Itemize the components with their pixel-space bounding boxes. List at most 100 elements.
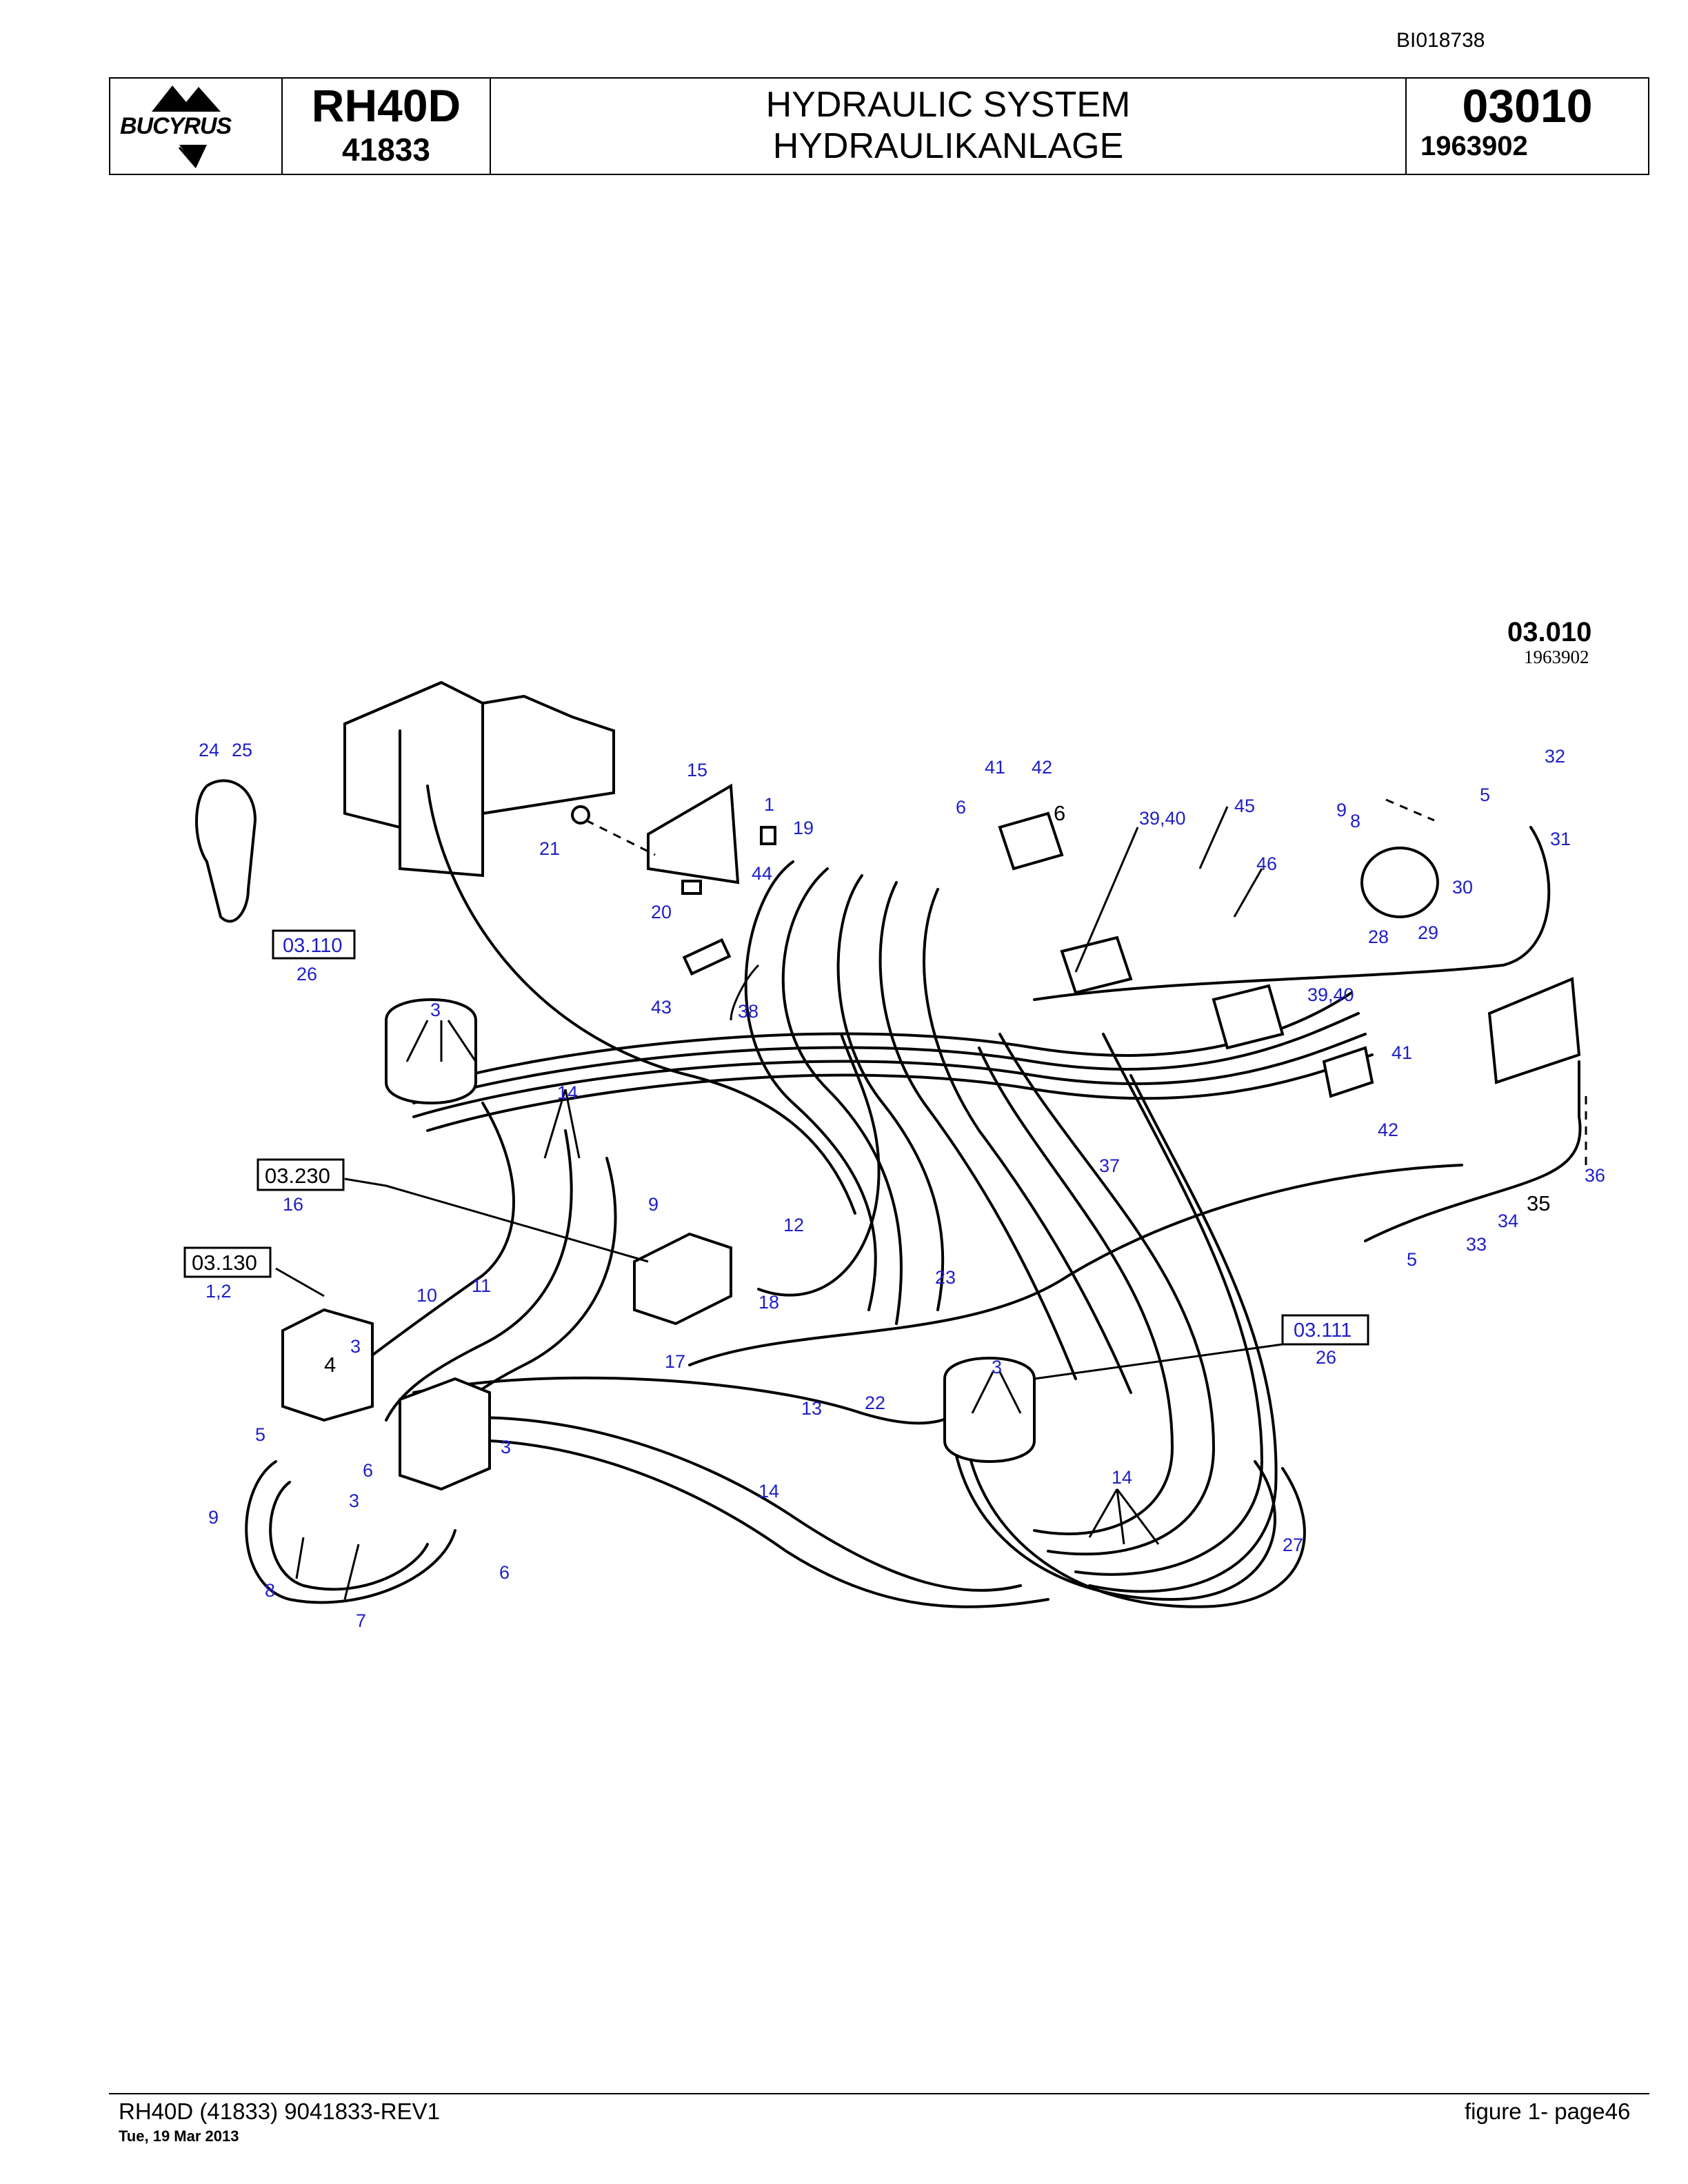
sheet-reference: 03.010 bbox=[1507, 617, 1591, 647]
callout: 14 bbox=[758, 1481, 779, 1502]
manifold-right bbox=[1212, 984, 1285, 1050]
callout: 24 bbox=[199, 740, 219, 760]
callout: 11 bbox=[472, 1275, 491, 1296]
center-valve bbox=[633, 1232, 732, 1326]
callout: 10 bbox=[416, 1285, 437, 1306]
callout: 26 bbox=[1316, 1347, 1336, 1368]
callout: 15 bbox=[687, 760, 707, 780]
callout: 41 bbox=[985, 757, 1005, 778]
right-motor bbox=[943, 1357, 1036, 1463]
callout: 1 bbox=[764, 794, 774, 815]
lower-valve-block bbox=[399, 1377, 491, 1491]
callout: 27 bbox=[1283, 1535, 1303, 1555]
callout: 3 bbox=[350, 1336, 361, 1357]
model-cell: RH40D 41833 bbox=[283, 79, 491, 174]
ref-box-label: 03.230 bbox=[265, 1164, 330, 1188]
ref-box-03130 bbox=[183, 1246, 272, 1278]
callout: 35 bbox=[1527, 1191, 1550, 1215]
title-cell: HYDRAULIC SYSTEM HYDRAULIKANLAGE bbox=[491, 79, 1407, 174]
logo-cell: BUCYRUS bbox=[110, 79, 283, 174]
ref-box-03111 bbox=[1281, 1314, 1369, 1346]
callout: 9 bbox=[208, 1507, 219, 1528]
bolt-19 bbox=[760, 826, 776, 845]
callout: 14 bbox=[1112, 1467, 1132, 1488]
footer-date: Tue, 19 Mar 2013 bbox=[119, 2127, 239, 2145]
callout: 37 bbox=[1099, 1155, 1120, 1176]
callout: 3 bbox=[992, 1357, 1002, 1377]
callout: 45 bbox=[1234, 796, 1255, 816]
leader-lines bbox=[275, 806, 1283, 1600]
callout: 26 bbox=[297, 964, 317, 984]
document-number: 1963902 bbox=[1420, 131, 1528, 161]
callout: 30 bbox=[1452, 877, 1473, 898]
title-english: HYDRAULIC SYSTEM bbox=[765, 85, 1131, 125]
manifold-small bbox=[1322, 1046, 1374, 1098]
callout: 42 bbox=[1378, 1120, 1398, 1140]
callout: 19 bbox=[793, 818, 814, 838]
ref-box-label: 03.111 bbox=[1294, 1320, 1352, 1342]
components bbox=[281, 805, 1581, 1491]
model-name: RH40D bbox=[311, 80, 461, 131]
callout: 12 bbox=[783, 1215, 804, 1235]
bucyrus-logo-icon bbox=[117, 85, 273, 168]
callout: 43 bbox=[651, 997, 672, 1018]
callout: 28 bbox=[1368, 927, 1389, 947]
document-id: BI018738 bbox=[1396, 29, 1485, 52]
reference-boxes bbox=[183, 929, 1369, 1346]
manifold-middle bbox=[1060, 936, 1133, 995]
callout: 6 bbox=[499, 1562, 510, 1583]
callout: 42 bbox=[1032, 757, 1052, 778]
callout: 6 bbox=[956, 797, 966, 818]
dashed-leaders bbox=[585, 798, 1587, 1172]
callout: 3 bbox=[349, 1490, 359, 1511]
footer-rule bbox=[109, 2093, 1649, 2094]
callout: 5 bbox=[255, 1424, 265, 1445]
callout: 41 bbox=[1391, 1042, 1412, 1063]
callout: 31 bbox=[1550, 829, 1571, 849]
callout: 32 bbox=[1545, 746, 1565, 767]
callout: 20 bbox=[651, 902, 672, 922]
callout: 17 bbox=[665, 1351, 685, 1372]
fitting-43 bbox=[682, 938, 732, 976]
callout: 5 bbox=[1407, 1249, 1417, 1270]
callout: 34 bbox=[1498, 1211, 1518, 1231]
callout: 13 bbox=[801, 1398, 822, 1419]
title-german: HYDRAULIKANLAGE bbox=[772, 126, 1124, 166]
callout: 39,40 bbox=[1139, 808, 1186, 829]
callout: 14 bbox=[557, 1082, 578, 1103]
sheet-document-number: 1963902 bbox=[1524, 647, 1589, 667]
callout: 16 bbox=[283, 1194, 303, 1215]
callout: 38 bbox=[738, 1001, 758, 1022]
manifold-upper bbox=[998, 811, 1064, 871]
callout: 6 bbox=[363, 1460, 373, 1481]
footer-document-reference: RH40D (41833) 9041833-REV1 bbox=[119, 2099, 440, 2124]
callout: 39,40 bbox=[1307, 984, 1354, 1005]
brand-name: BUCYRUS bbox=[120, 113, 232, 139]
ref-box-label: 03.130 bbox=[192, 1251, 257, 1275]
callout: 21 bbox=[539, 838, 560, 859]
footer-page-reference: figure 1- page46 bbox=[1465, 2099, 1631, 2124]
right-plate bbox=[1487, 977, 1581, 1084]
left-motor bbox=[385, 998, 477, 1104]
callout: 9 bbox=[648, 1194, 659, 1215]
callout: 33 bbox=[1466, 1234, 1487, 1255]
callout: 23 bbox=[935, 1267, 956, 1288]
ref-box-03110 bbox=[272, 929, 356, 960]
callout: 46 bbox=[1256, 853, 1277, 874]
callout: 9 bbox=[1336, 800, 1347, 820]
title-block: BUCYRUS RH40D 41833 HYDRAULIC SYSTEM HYD… bbox=[109, 77, 1649, 175]
bolt-20 bbox=[681, 880, 702, 895]
ref-box-03230 bbox=[257, 1158, 345, 1191]
serial-number: 41833 bbox=[342, 132, 430, 168]
callout: 5 bbox=[1480, 785, 1490, 805]
callout: 25 bbox=[232, 740, 252, 760]
accumulator bbox=[1360, 847, 1439, 918]
callouts: 24 25 15 1 19 44 21 20 43 38 41 42 6 6 3… bbox=[199, 740, 1605, 1631]
hose-lines bbox=[195, 680, 1582, 1608]
callout: 7 bbox=[356, 1610, 366, 1631]
callout: 8 bbox=[265, 1580, 275, 1601]
callout: 36 bbox=[1585, 1165, 1605, 1186]
callout: 3 bbox=[501, 1437, 511, 1457]
fitting-21 bbox=[571, 805, 590, 825]
